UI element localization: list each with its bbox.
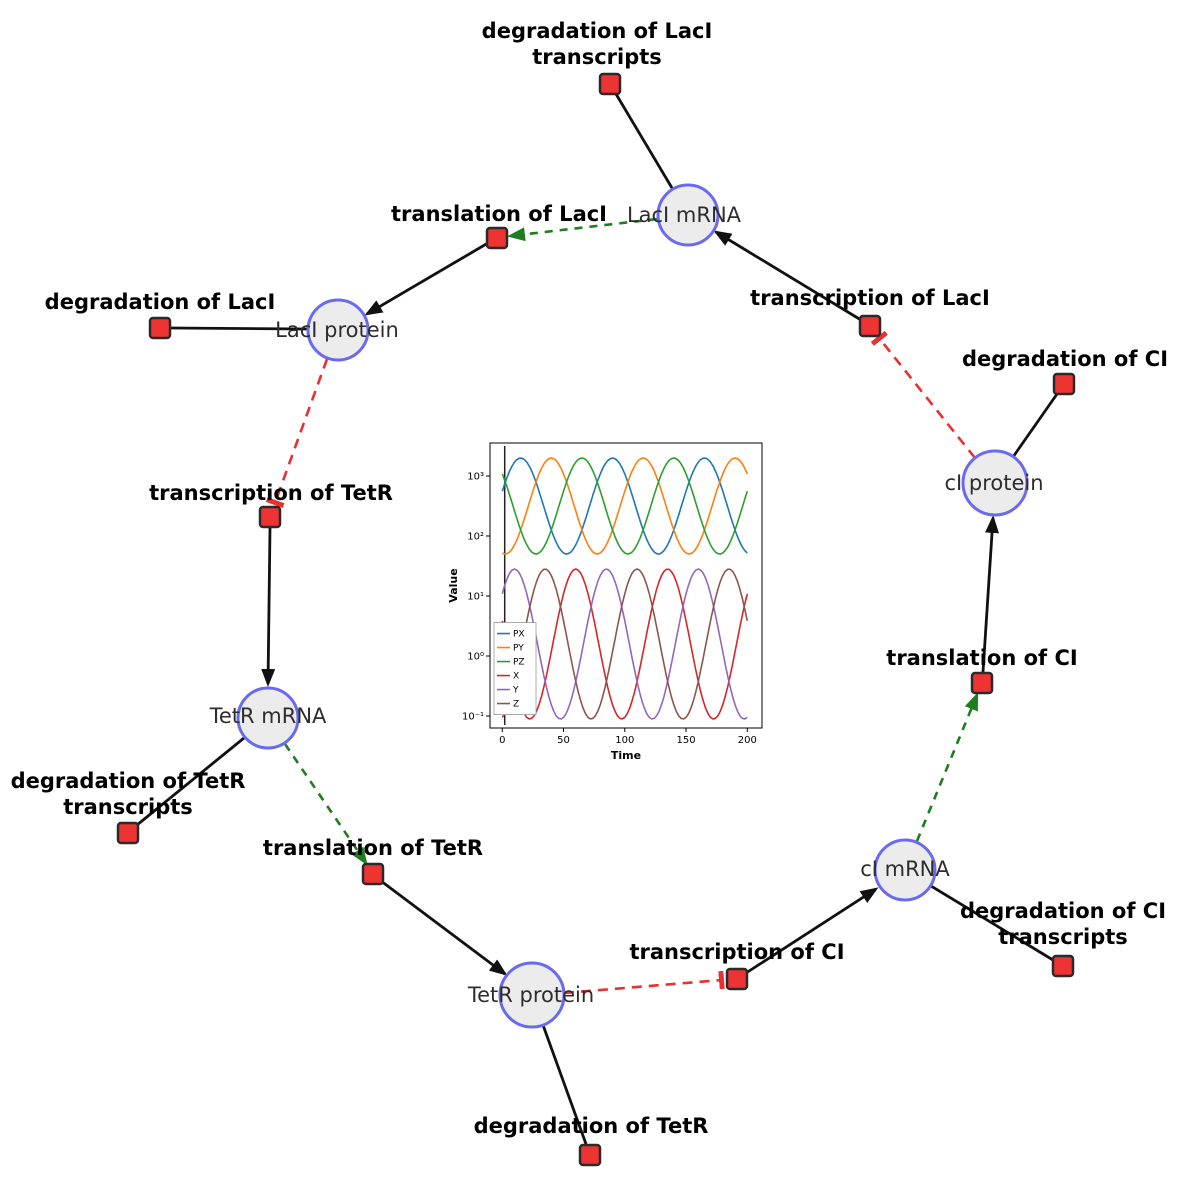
legend-label-PX: PX — [513, 630, 525, 640]
reaction-label-line: transcription of CI — [629, 940, 844, 964]
species-node-tetr-mrna[interactable] — [236, 686, 300, 750]
reaction-node-translation-tetr[interactable] — [361, 862, 385, 886]
nodes-layer — [116, 72, 1076, 1167]
species-label-laci-mrna: LacI mRNA — [627, 203, 742, 227]
reaction-node-deg-tetr[interactable] — [578, 1143, 602, 1167]
series-Z — [501, 568, 749, 720]
species-label-ci-protein: cI protein — [944, 471, 1043, 495]
reaction-label-line: degradation of LacI — [45, 290, 276, 314]
series-PX — [501, 457, 748, 555]
legend-label-Y: Y — [512, 686, 519, 696]
y-axis-label: Value — [447, 568, 460, 602]
reaction-node-translation-laci[interactable] — [485, 226, 509, 250]
reaction-label-translation-tetr: translation of TetR — [263, 836, 483, 860]
edge-tetr-protein-inhibits-transcription-ci — [563, 970, 725, 995]
species-node-ci-mrna[interactable] — [873, 838, 937, 902]
edge-ci-protein-to-deg-ci — [1011, 393, 1059, 458]
species-node-laci-mrna[interactable] — [656, 183, 720, 247]
reaction-node-transcription-ci[interactable] — [725, 967, 749, 991]
species-node-ci-protein[interactable] — [961, 449, 1029, 517]
reaction-label-translation-ci: translation of CI — [886, 646, 1077, 670]
species-label-ci-mrna: cI mRNA — [860, 857, 950, 881]
x-tick-label: 0 — [499, 735, 505, 746]
reaction-node-deg-ci-transcripts[interactable] — [1051, 954, 1075, 978]
reaction-label-line: translation of CI — [886, 646, 1077, 670]
edge-laci-protein-to-deg-laci — [170, 326, 309, 331]
edges-layer — [136, 93, 1059, 1145]
reaction-label-line: degradation of CI — [962, 347, 1168, 371]
reaction-label-line: transcripts — [998, 925, 1128, 949]
edge-laci-mrna-to-deg-laci-transcripts — [614, 93, 674, 189]
reaction-node-translation-ci[interactable] — [970, 671, 994, 695]
species-label-laci-protein: LacI protein — [275, 318, 399, 342]
reaction-label-transcription-ci: transcription of CI — [629, 940, 844, 964]
edge-translation-tetr-to-tetr-protein — [380, 879, 508, 976]
edge-tetr-mrna-to-deg-tetr-transcripts — [136, 736, 245, 827]
edge-transcription-ci-to-ci-mrna — [745, 887, 879, 975]
reaction-node-deg-laci-transcripts[interactable] — [598, 72, 622, 96]
series-PZ — [501, 457, 749, 555]
series-Y — [501, 568, 748, 720]
legend-label-PY: PY — [513, 644, 524, 654]
x-tick-label: 200 — [738, 735, 757, 746]
reaction-label-line: translation of LacI — [391, 202, 607, 226]
species-node-tetr-protein[interactable] — [498, 961, 566, 1029]
reaction-label-transcription-laci: transcription of LacI — [750, 286, 990, 310]
edge-translation-laci-to-laci-protein — [364, 241, 489, 316]
reaction-label-line: transcripts — [532, 45, 662, 69]
legend-label-X: X — [513, 672, 519, 682]
y-tick-label: 10¹ — [467, 592, 484, 603]
edge-ci-mrna-to-deg-ci-transcripts — [930, 884, 1054, 962]
species-node-laci-protein[interactable] — [306, 298, 370, 362]
reaction-label-line: degradation of LacI — [482, 19, 713, 43]
legend-label-Z: Z — [513, 700, 519, 710]
reaction-label-line: transcription of LacI — [750, 286, 990, 310]
y-tick-label: 10⁻¹ — [462, 712, 484, 723]
x-tick-label: 50 — [557, 735, 570, 746]
species-label-tetr-protein: TetR protein — [467, 983, 594, 1007]
reaction-node-deg-laci[interactable] — [148, 316, 172, 340]
reaction-label-line: transcription of TetR — [149, 481, 393, 505]
edge-laci-mrna-to-translation-laci — [507, 217, 658, 242]
reaction-label-line: degradation of TetR — [11, 769, 246, 793]
edge-ci-protein-inhibits-transcription-laci — [870, 330, 977, 459]
edge-transcription-tetr-to-tetr-mrna — [261, 527, 276, 687]
edge-ci-mrna-to-translation-ci — [915, 692, 979, 842]
y-tick-label: 10⁰ — [467, 652, 484, 663]
edge-tetr-protein-to-deg-tetr — [541, 1024, 588, 1145]
reaction-label-deg-tetr: degradation of TetR — [474, 1114, 709, 1138]
x-tick-label: 100 — [615, 735, 634, 746]
chart-legend — [493, 622, 537, 715]
legend-label-PZ: PZ — [513, 658, 525, 668]
reaction-label-transcription-tetr: transcription of TetR — [149, 481, 393, 505]
reaction-label-line: degradation of CI — [960, 899, 1166, 923]
reaction-label-translation-laci: translation of LacI — [391, 202, 607, 226]
reaction-label-line: degradation of TetR — [474, 1114, 709, 1138]
reaction-node-transcription-tetr[interactable] — [258, 505, 282, 529]
x-axis-label: Time — [611, 749, 641, 762]
edge-translation-ci-to-ci-protein — [981, 515, 1000, 673]
y-tick-label: 10³ — [467, 472, 484, 483]
reaction-label-line: transcripts — [63, 795, 193, 819]
reaction-label-line: translation of TetR — [263, 836, 483, 860]
reaction-label-deg-laci: degradation of LacI — [45, 290, 276, 314]
edge-laci-protein-inhibits-transcription-tetr — [265, 358, 329, 508]
reaction-node-deg-tetr-transcripts[interactable] — [116, 821, 140, 845]
x-tick-label: 150 — [676, 735, 695, 746]
reaction-label-deg-ci: degradation of CI — [962, 347, 1168, 371]
reaction-node-deg-ci[interactable] — [1052, 372, 1076, 396]
edge-transcription-laci-to-laci-mrna — [713, 230, 862, 322]
series-X — [501, 568, 749, 720]
y-tick-label: 10² — [467, 532, 484, 543]
series-PY — [501, 457, 749, 555]
species-label-tetr-mrna: TetR mRNA — [209, 704, 327, 728]
reaction-node-transcription-laci[interactable] — [858, 314, 882, 338]
